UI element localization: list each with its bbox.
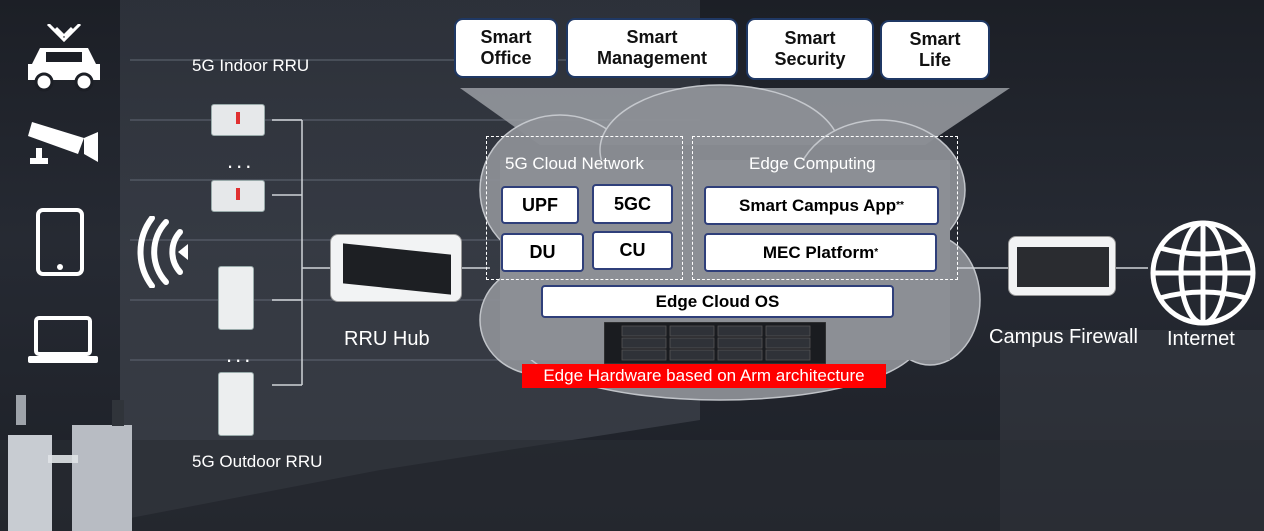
campus-firewall-device xyxy=(1008,236,1116,296)
du-box: DU xyxy=(501,233,584,272)
edge-server-image xyxy=(604,322,826,364)
app-smart-office: Smart Office xyxy=(454,18,558,78)
mec-platform-label: MEC Platform xyxy=(762,242,875,262)
campus-firewall-label: Campus Firewall xyxy=(989,326,1138,348)
smart-campus-app-mark: ** xyxy=(896,200,904,211)
indoor-rru-device-1 xyxy=(211,104,265,136)
outdoor-rru-label: 5G Outdoor RRU xyxy=(192,452,323,471)
smart-campus-app-label: Smart Campus App xyxy=(739,195,897,215)
tablet-icon xyxy=(36,208,84,276)
cu-box: CU xyxy=(592,231,673,270)
cctv-camera-icon xyxy=(28,122,98,164)
indoor-rru-label: 5G Indoor RRU xyxy=(192,56,310,75)
rru-hub-device xyxy=(330,234,462,302)
mec-platform-box: MEC Platform* xyxy=(704,233,937,272)
app-smart-security: Smart Security xyxy=(746,18,874,80)
turnstile-gate-icon xyxy=(8,395,132,531)
outdoor-rru-device-2 xyxy=(218,372,254,436)
laptop-icon xyxy=(28,316,98,363)
indoor-rru-ellipsis: ... xyxy=(227,148,255,173)
edge-hardware-label: Edge Hardware based on Arm architecture xyxy=(522,364,886,388)
indoor-rru-led-1 xyxy=(236,112,240,124)
rru-hub-chassis xyxy=(343,243,451,295)
mec-platform-mark: * xyxy=(874,247,879,258)
edge-cloud-os-box: Edge Cloud OS xyxy=(541,285,894,318)
outdoor-rru-ellipsis: ... xyxy=(226,342,254,367)
edge-computing-group xyxy=(692,136,958,280)
wireless-signal-icon xyxy=(137,216,188,288)
cloud-network-group xyxy=(486,136,683,280)
internet-label: Internet xyxy=(1167,328,1235,350)
cloud-network-title: 5G Cloud Network xyxy=(505,154,644,173)
rru-hub-label: RRU Hub xyxy=(344,328,430,350)
smart-campus-app-box: Smart Campus App** xyxy=(704,186,939,225)
globe-icon xyxy=(1150,220,1256,326)
app-smart-management: Smart Management xyxy=(566,18,738,78)
edge-computing-title: Edge Computing xyxy=(749,154,876,173)
5gc-box: 5GC xyxy=(592,184,673,224)
firewall-chassis xyxy=(1017,247,1109,287)
app-smart-life: Smart Life xyxy=(880,20,990,80)
indoor-rru-led-2 xyxy=(236,188,240,200)
upf-box: UPF xyxy=(501,186,579,224)
outdoor-rru-device-1 xyxy=(218,266,254,330)
car-icon xyxy=(28,24,100,92)
